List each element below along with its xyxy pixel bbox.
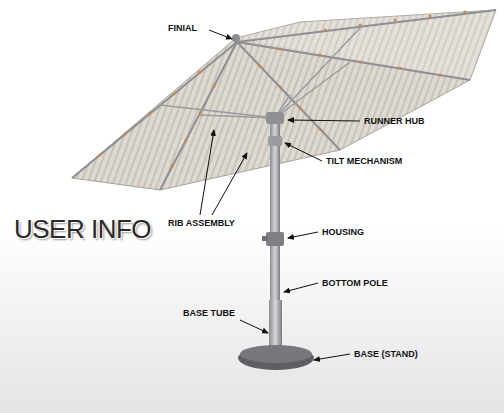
part-label: RUNNER HUB xyxy=(364,116,425,127)
part-label: BOTTOM POLE xyxy=(322,278,388,289)
runner-hub xyxy=(266,112,284,124)
struts xyxy=(160,28,360,118)
base-tube xyxy=(269,300,282,348)
ribs xyxy=(72,10,496,190)
page-title: USER INFO xyxy=(14,214,151,244)
finial xyxy=(232,34,240,42)
part-label: BASE TUBE xyxy=(183,308,235,319)
canopy xyxy=(72,10,496,190)
string-lights xyxy=(99,11,467,168)
housing xyxy=(266,232,284,246)
tilt-mechanism xyxy=(268,136,282,146)
part-label: TILT MECHANISM xyxy=(326,156,402,167)
part-label: RIB ASSEMBLY xyxy=(168,218,235,229)
part-label: HOUSING xyxy=(322,227,364,238)
base-stand xyxy=(238,346,314,370)
part-label: FINIAL xyxy=(168,23,197,34)
part-label: BASE (STAND) xyxy=(354,349,418,360)
